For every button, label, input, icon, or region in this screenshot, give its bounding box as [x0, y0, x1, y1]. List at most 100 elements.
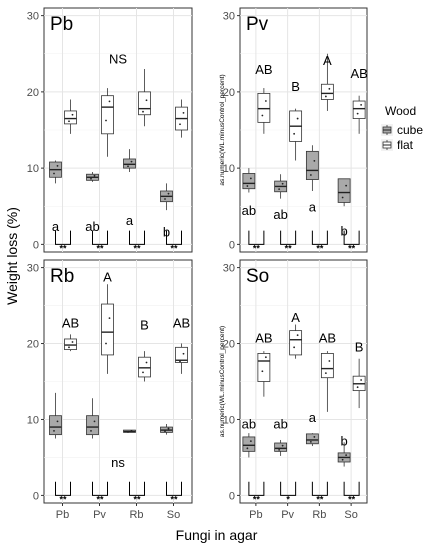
data-point: [293, 132, 296, 135]
x-tick-label: So: [167, 509, 180, 521]
data-point: [167, 192, 170, 195]
significance-stars: **: [316, 243, 324, 253]
data-point: [328, 360, 331, 362]
cube-box: [305, 433, 319, 445]
cube-significance-letter: a: [309, 410, 317, 425]
data-point: [68, 120, 70, 123]
data-point: [105, 342, 107, 345]
cube-significance-letter: ab: [273, 416, 287, 431]
data-point: [296, 117, 299, 120]
data-point: [249, 177, 252, 180]
significance-bracket: [280, 481, 297, 496]
y-tick-label: 10: [223, 163, 235, 175]
data-point: [127, 431, 129, 433]
data-point: [264, 100, 267, 102]
data-point: [324, 95, 327, 98]
x-tick-label: Pv: [93, 509, 106, 521]
significance-stars: **: [170, 494, 178, 504]
significance-bracket: [129, 230, 145, 245]
significance-bracket: [280, 230, 297, 245]
flat-box: [138, 356, 151, 378]
panel-title: Pv: [246, 14, 269, 35]
data-point: [356, 112, 359, 115]
y-tick-label: 10: [27, 163, 39, 175]
significance-stars: **: [96, 494, 104, 504]
data-point: [341, 196, 344, 199]
flat-legend-label: flat: [397, 138, 414, 152]
data-point: [309, 440, 312, 443]
y-tick-label: 30: [27, 263, 39, 275]
significance-stars: **: [96, 243, 104, 253]
data-point: [313, 159, 316, 162]
data-point: [71, 341, 74, 343]
cube-significance-letter: a: [126, 213, 134, 228]
flat-significance-letter: AB: [319, 330, 336, 345]
data-point: [56, 164, 59, 167]
flat-significance-letter: AB: [350, 66, 367, 81]
data-point: [164, 198, 166, 200]
y-tick-label: 0: [33, 490, 39, 502]
data-point: [108, 317, 111, 319]
data-point: [246, 447, 249, 450]
data-point: [56, 420, 59, 423]
significance-bracket: [92, 481, 108, 496]
data-point: [105, 119, 107, 122]
data-point: [261, 114, 264, 117]
data-point: [130, 160, 133, 163]
data-point: [278, 188, 281, 190]
flat-box: [138, 91, 151, 116]
flat-box: [352, 100, 366, 119]
data-point: [281, 444, 284, 447]
flat-box: [320, 353, 334, 379]
data-point: [108, 100, 111, 103]
inner-y-axis-label: as.numeric(WL.minusControl_percent): [219, 74, 226, 185]
significance-stars: **: [133, 243, 141, 253]
flat-box: [175, 346, 188, 363]
data-point: [142, 110, 144, 113]
cube-significance-letter: a: [52, 219, 60, 234]
significance-stars: **: [133, 494, 141, 504]
data-point: [293, 346, 296, 349]
y-tick-label: 10: [223, 414, 235, 426]
cube-box: [242, 173, 256, 190]
significance-bracket: [248, 230, 265, 245]
cube-box: [123, 158, 136, 169]
data-point: [249, 440, 252, 443]
significance-bracket: [343, 481, 360, 496]
y-tick-label: 0: [229, 490, 235, 502]
significance-stars: **: [285, 243, 293, 253]
data-point: [167, 427, 170, 430]
data-point: [345, 454, 348, 457]
cube-significance-letter: ab: [273, 207, 287, 222]
panel-title: Rb: [50, 266, 74, 287]
y-tick-label: 20: [27, 87, 39, 99]
data-point: [53, 172, 55, 175]
flat-significance-letter: B: [291, 79, 300, 94]
cube-box: [86, 415, 99, 436]
significance-bracket: [166, 230, 182, 245]
data-point: [264, 356, 267, 359]
significance-stars: *: [286, 494, 290, 504]
x-tick-label: Rb: [129, 509, 143, 521]
panel-title: So: [246, 266, 269, 287]
significance-bracket: [55, 481, 71, 496]
x-tick-label: Pb: [249, 509, 262, 521]
flat-significance-letter: NS: [109, 51, 127, 66]
significance-stars: **: [253, 494, 261, 504]
significance-stars: **: [253, 243, 261, 253]
cube-significance-letter: a: [309, 199, 317, 214]
cube-significance-letter: ab: [85, 219, 99, 234]
data-point: [53, 429, 55, 432]
data-point: [90, 429, 92, 432]
data-point: [182, 352, 185, 355]
data-point: [341, 458, 344, 461]
data-point: [93, 420, 96, 423]
legend-title: Wood: [385, 104, 416, 118]
significance-bracket: [92, 230, 108, 245]
y-tick-label: 30: [223, 11, 235, 23]
data-point: [246, 185, 249, 187]
x-tick-label: So: [344, 509, 357, 521]
significance-stars: **: [348, 243, 356, 253]
cube-box: [305, 150, 319, 180]
